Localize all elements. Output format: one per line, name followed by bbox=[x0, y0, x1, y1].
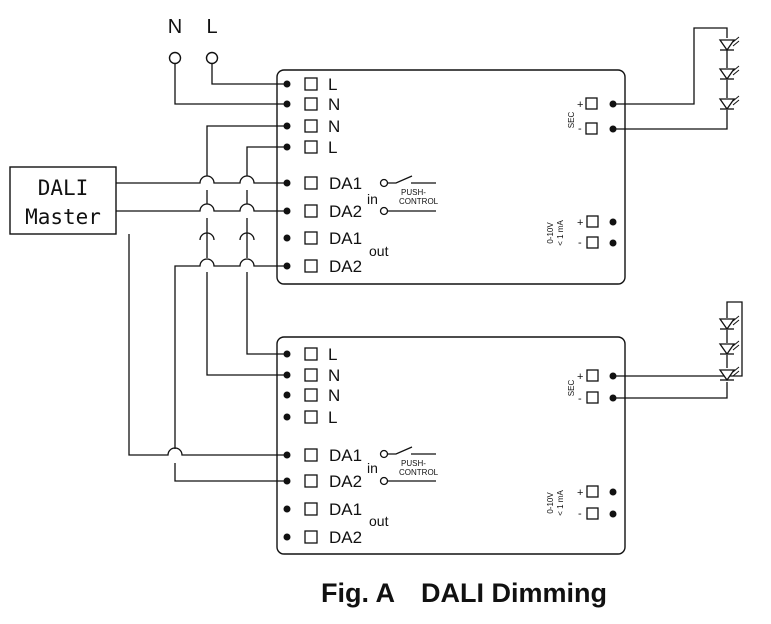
mains-n-terminal bbox=[168, 51, 182, 65]
d1-terminal-4: L bbox=[328, 138, 337, 157]
d2-terminal-8: DA2 bbox=[329, 528, 362, 547]
d2-dim-current: < 1 mA bbox=[556, 490, 565, 516]
d2-dim-range: 0-10V bbox=[546, 492, 555, 514]
d2-out-label: out bbox=[369, 513, 389, 529]
d2-push-label-1: PUSH- bbox=[401, 459, 426, 468]
d2-terminal-3: N bbox=[328, 386, 340, 405]
figure-caption: Fig. A DALI Dimming bbox=[0, 578, 771, 609]
d2-dim-plus: + bbox=[577, 487, 583, 499]
d1-in-label: in bbox=[367, 191, 378, 207]
figure-title: DALI Dimming bbox=[421, 578, 607, 608]
d1-dim-range: 0-10V bbox=[546, 222, 555, 244]
d1-terminal-6: DA2 bbox=[329, 202, 362, 221]
dali-master-line1: DALI bbox=[38, 176, 89, 200]
d1-dim-plus: + bbox=[577, 217, 583, 229]
d2-push-label-2: CONTROL bbox=[399, 468, 439, 477]
d2-sec-plus: + bbox=[577, 371, 583, 383]
d2-terminal-7: DA1 bbox=[329, 500, 362, 519]
d2-terminal-2: N bbox=[328, 366, 340, 385]
d1-terminal-1: L bbox=[328, 75, 337, 94]
d2-terminal-4: L bbox=[328, 408, 337, 427]
d1-terminal-7: DA1 bbox=[329, 229, 362, 248]
mains-l-label: L bbox=[206, 16, 217, 38]
wiring bbox=[116, 27, 743, 482]
d1-dim-minus: - bbox=[578, 237, 582, 249]
driver-1: L N N L DA1 DA2 DA1 DA2 in out PUSH- CON… bbox=[276, 69, 626, 285]
d2-sec-minus: - bbox=[578, 393, 582, 405]
dali-master-box bbox=[9, 166, 117, 235]
d1-terminal-5: DA1 bbox=[329, 174, 362, 193]
driver-2: L N N L DA1 DA2 DA1 DA2 in out PUSH- CON… bbox=[276, 336, 626, 555]
d1-push-label-2: CONTROL bbox=[399, 197, 439, 206]
d1-terminal-2: N bbox=[328, 95, 340, 114]
d1-terminal-3: N bbox=[328, 117, 340, 136]
d2-terminal-5: DA1 bbox=[329, 446, 362, 465]
d1-terminal-8: DA2 bbox=[329, 257, 362, 276]
figure-number: Fig. A bbox=[321, 578, 395, 608]
dali-master-line2: Master bbox=[25, 205, 101, 229]
d1-dim-current: < 1 mA bbox=[556, 220, 565, 246]
d1-sec-label: SEC bbox=[567, 112, 576, 129]
d2-sec-label: SEC bbox=[567, 380, 576, 397]
led-string-2 bbox=[719, 315, 740, 381]
led-string-1 bbox=[719, 36, 740, 110]
d1-push-label-1: PUSH- bbox=[401, 188, 426, 197]
d2-dim-minus: - bbox=[578, 508, 582, 520]
d1-sec-plus: + bbox=[577, 99, 583, 111]
d2-terminal-1: L bbox=[328, 345, 337, 364]
d1-out-label: out bbox=[369, 243, 389, 259]
d1-sec-minus: - bbox=[578, 123, 582, 135]
mains-n-label: N bbox=[168, 16, 182, 38]
d2-in-label: in bbox=[367, 460, 378, 476]
d2-terminal-6: DA2 bbox=[329, 472, 362, 491]
mains-l-terminal bbox=[205, 51, 219, 65]
